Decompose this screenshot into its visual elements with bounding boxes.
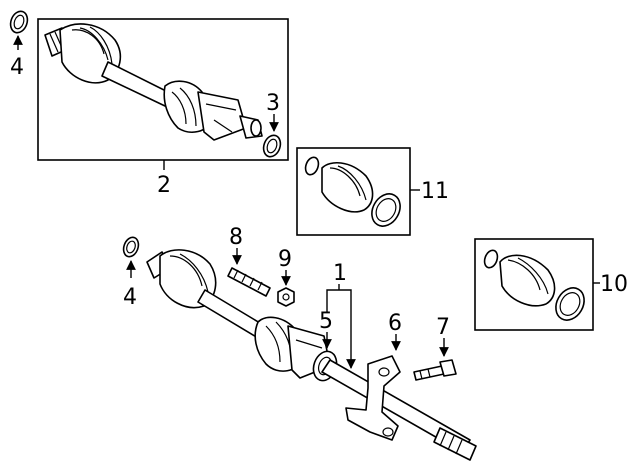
callout-5: 5 <box>319 309 333 334</box>
callout-2: 2 <box>157 173 171 198</box>
nut-9 <box>277 287 295 307</box>
callout-3: 3 <box>266 91 280 116</box>
callout-9: 9 <box>278 247 292 272</box>
callout-10: 10 <box>600 272 628 297</box>
oil-seal-3 <box>262 134 282 158</box>
part-11-box <box>296 147 411 236</box>
snap-ring-mid <box>122 236 140 258</box>
callout-4-mid: 4 <box>123 285 137 310</box>
callout-11: 11 <box>421 179 449 204</box>
callout-6: 6 <box>388 311 402 336</box>
part-10-box <box>474 238 594 331</box>
callout-7: 7 <box>436 315 450 340</box>
part-2-box <box>37 18 289 161</box>
callout-8: 8 <box>229 225 243 250</box>
boot-kit-10 <box>483 249 585 321</box>
snap-ring-top <box>9 10 29 34</box>
bolt-7 <box>413 359 457 381</box>
axle-shaft-assembly-lower <box>146 249 477 461</box>
boot-kit-11 <box>304 156 401 227</box>
stud-8 <box>227 267 271 297</box>
callout-1: 1 <box>333 261 347 286</box>
callout-4-top: 4 <box>10 55 24 80</box>
axle-shaft-assembly-upper <box>44 23 263 141</box>
